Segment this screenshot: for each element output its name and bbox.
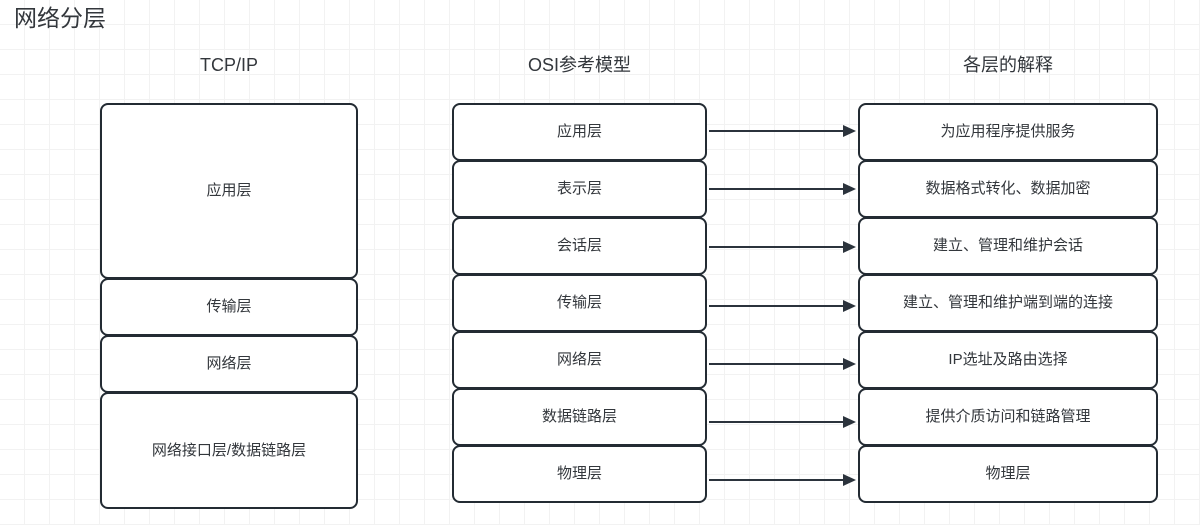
layer-box-osi-label: 网络层	[556, 351, 602, 368]
layer-box-osi-2[interactable]: 会话层	[452, 217, 707, 275]
layer-box-osi-6[interactable]: 物理层	[452, 445, 707, 503]
arrow-head-icon-4	[843, 358, 856, 370]
layer-box-explanation-5[interactable]: 提供介质访问和链路管理	[858, 388, 1158, 446]
column-header-tcpip: TCP/IP	[199, 55, 258, 75]
layer-box-explanation-label: 数据格式转化、数据加密	[925, 180, 1091, 197]
layer-box-tcpip-0[interactable]: 应用层	[100, 103, 358, 279]
layer-box-explanation-2[interactable]: 建立、管理和维护会话	[858, 217, 1158, 275]
layer-box-osi-label: 会话层	[556, 237, 602, 254]
arrow-head-icon-1	[843, 183, 856, 195]
arrow-head-icon-5	[843, 416, 856, 428]
layer-box-tcpip-3[interactable]: 网络接口层/数据链路层	[100, 392, 358, 509]
layer-box-osi-3[interactable]: 传输层	[452, 274, 707, 332]
layer-box-explanation-0[interactable]: 为应用程序提供服务	[858, 103, 1158, 161]
stack-tcpip: 应用层传输层网络层网络接口层/数据链路层	[100, 103, 358, 509]
layer-box-osi-5[interactable]: 数据链路层	[452, 388, 707, 446]
stack-osi: 应用层表示层会话层传输层网络层数据链路层物理层	[452, 103, 707, 503]
layer-box-explanation-3[interactable]: 建立、管理和维护端到端的连接	[858, 274, 1158, 332]
layer-box-explanation-1[interactable]: 数据格式转化、数据加密	[858, 160, 1158, 218]
layer-box-tcpip-2[interactable]: 网络层	[100, 335, 358, 393]
layer-box-osi-label: 数据链路层	[541, 408, 617, 425]
layer-box-explanation-label: 物理层	[985, 465, 1031, 482]
arrow-head-icon-0	[843, 125, 856, 137]
layer-box-tcpip-label: 网络接口层/数据链路层	[151, 441, 307, 459]
layer-box-explanation-label: IP选址及路由选择	[948, 351, 1068, 368]
layer-box-osi-label: 物理层	[556, 465, 602, 482]
layer-box-osi-label: 表示层	[556, 180, 602, 197]
arrow-head-icon-6	[843, 474, 856, 486]
layer-box-tcpip-label: 网络层	[206, 355, 252, 372]
layer-box-tcpip-label: 传输层	[206, 298, 252, 315]
layer-box-osi-0[interactable]: 应用层	[452, 103, 707, 161]
layer-box-osi-4[interactable]: 网络层	[452, 331, 707, 389]
layer-box-tcpip-label: 应用层	[206, 182, 252, 199]
layer-box-explanation-label: 建立、管理和维护会话	[932, 237, 1083, 254]
layer-box-osi-1[interactable]: 表示层	[452, 160, 707, 218]
layer-box-osi-label: 传输层	[556, 294, 602, 311]
column-header-osi: OSI参考模型	[527, 55, 631, 75]
layer-box-explanation-label: 为应用程序提供服务	[940, 123, 1076, 140]
page-title: 网络分层	[14, 5, 106, 31]
layer-box-explanation-label: 建立、管理和维护端到端的连接	[902, 294, 1113, 311]
arrow-head-icon-3	[843, 300, 856, 312]
layer-box-explanation-4[interactable]: IP选址及路由选择	[858, 331, 1158, 389]
column-header-explanation: 各层的解释	[963, 55, 1053, 75]
layer-box-osi-label: 应用层	[556, 123, 602, 140]
layer-box-explanation-label: 提供介质访问和链路管理	[925, 408, 1091, 425]
stack-explanation: 为应用程序提供服务数据格式转化、数据加密建立、管理和维护会话建立、管理和维护端到…	[858, 103, 1158, 503]
layer-box-explanation-6[interactable]: 物理层	[858, 445, 1158, 503]
arrow-head-icon-2	[843, 241, 856, 253]
layer-box-tcpip-1[interactable]: 传输层	[100, 278, 358, 336]
